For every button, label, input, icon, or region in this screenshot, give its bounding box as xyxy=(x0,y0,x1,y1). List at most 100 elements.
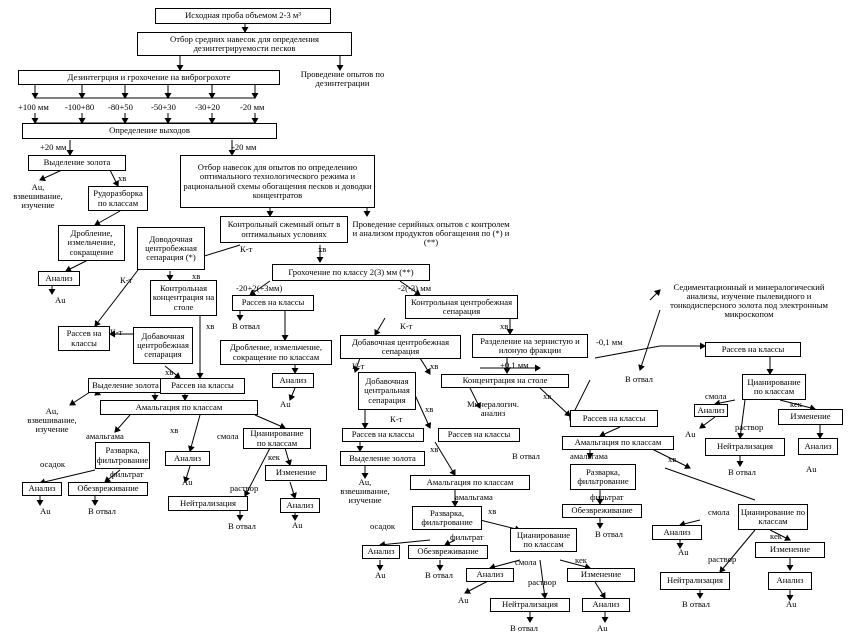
amalgam-label-2: амальгама xyxy=(455,492,493,502)
au-label-6: Au xyxy=(375,570,386,580)
finishing-centr-box: Доводочная центробежная сепарация (*) xyxy=(137,227,205,270)
screen-classes-3-box: Рассев на классы xyxy=(232,295,314,311)
deact-1-text: Обезвреживание xyxy=(77,483,139,494)
analysis-10-box: Анализ xyxy=(768,572,812,590)
gold-sep-3-text: Выделение золота xyxy=(349,452,416,463)
analysis-11-box: Анализ xyxy=(694,404,728,417)
change-2-text: Изменение xyxy=(580,569,622,580)
yields-text: Определение выходов xyxy=(109,125,190,136)
screen-classes-2-text: Рассев на классы xyxy=(171,380,234,391)
select-samples-text: Отбор средних навесок для определения де… xyxy=(170,33,319,53)
deact-2-box: Обезвреживание xyxy=(408,545,488,559)
analysis-1-text: Анализ xyxy=(45,272,73,283)
analysis-7-text: Анализ xyxy=(476,569,504,580)
screen-classes-1-box: Рассев на классы xyxy=(58,326,110,351)
cake-label-2: кек xyxy=(575,555,587,565)
add-centr-3-text: Добавочная центральная сепарация xyxy=(364,376,410,405)
deact-2-text: Обезвреживание xyxy=(417,546,479,557)
screen-classes-4-box: Рассев на классы xyxy=(342,428,424,442)
cyan-2-text: Цианирование по классам xyxy=(516,529,571,549)
add-centr-3-box: Добавочная центральная сепарация xyxy=(358,372,416,410)
to-dump-label-9: В отвал xyxy=(595,529,623,539)
screen-classes-2-box: Рассев на классы xyxy=(160,378,245,394)
serial-label: Проведение серийных опытов с контролем и… xyxy=(352,219,510,248)
control-table-text: Контрольная концентрация на столе xyxy=(152,283,215,312)
digest-2-box: Разварка, фильтрование xyxy=(412,506,482,530)
screen-classes-5-text: Рассев на классы xyxy=(447,429,511,440)
cake-label-3: кек xyxy=(790,399,802,409)
disintegration-box: Дезинтегрция и грохочение на виброгрохот… xyxy=(18,70,280,85)
neutr-2-box: Нейтрализация xyxy=(490,598,570,612)
crush-1-text: Дробление, измельчение, сокращение xyxy=(67,228,116,257)
au-label-5: Au xyxy=(280,399,291,409)
kt-label-2: К-т xyxy=(120,275,133,285)
analysis-12-text: Анализ xyxy=(804,440,832,451)
add-centr-1-text: Добавочная центробежная сепарация xyxy=(137,330,189,360)
resin-label-3: смола xyxy=(705,391,727,401)
amalg-2-box: Амальгация по классам xyxy=(410,475,530,490)
au-weigh-3-label: Au, взвешивание, изучение xyxy=(340,477,390,506)
resin-label-2: смола xyxy=(515,557,537,567)
analysis-4-box: Анализ xyxy=(280,498,320,513)
screen-classes-3-text: Рассев на классы xyxy=(241,297,305,308)
cyan-2-box: Цианирование по классам xyxy=(510,528,577,552)
xv-label-2: хв xyxy=(318,244,327,254)
resin-label-1: смола xyxy=(217,431,239,441)
analysis-8-box: Анализ xyxy=(582,598,630,612)
gold-sep-2-text: Выделение золота xyxy=(92,379,159,390)
neutr-2-text: Нейтрализация xyxy=(502,599,558,610)
sediment-label: Седиментационный и минералогический анал… xyxy=(670,282,828,320)
analysis-1-box: Анализ xyxy=(38,271,80,286)
to-dump-label-7: В отвал xyxy=(625,374,653,384)
digest-1-box: Разварка, фильтрование xyxy=(95,442,150,469)
finishing-centr-text: Доводочная центробежная сепарация (*) xyxy=(145,233,197,263)
au-label-1: Au xyxy=(55,295,66,305)
minus20-label: -20 мм xyxy=(232,142,257,152)
select-opt-box: Отбор навесок для опытов по определению … xyxy=(180,155,375,208)
xv-label-13: хв xyxy=(488,506,497,516)
to-dump-label-6: В отвал xyxy=(510,623,538,633)
analysis-10-text: Анализ xyxy=(776,575,804,586)
to-dump-label-4: В отвал xyxy=(512,451,540,461)
resin-label-4: смола xyxy=(708,507,730,517)
xv-label-7: хв xyxy=(170,425,179,435)
sediment-word-label-1: осадок xyxy=(40,459,66,469)
change-4-box: Изменение xyxy=(778,409,843,425)
solution-label-3: раствор xyxy=(735,422,764,432)
au-label-2: Au xyxy=(182,477,193,487)
filtrate-label-1: фильтрат xyxy=(110,469,144,479)
xv-label-11: хв xyxy=(543,391,552,401)
change-3-text: Изменение xyxy=(769,544,811,555)
ore-sort-text: Рудоразборка по классам xyxy=(93,188,143,208)
amalg-3-box: Амальгация по классам xyxy=(562,436,674,450)
xv-label-4: хв xyxy=(206,321,215,331)
add-centr-1-box: Добавочная центробежная сепарация xyxy=(133,327,193,364)
digest-2-text: Разварка, фильтрование xyxy=(421,507,473,527)
screen-classes-6-box: Рассев на классы xyxy=(705,342,801,357)
neutr-1-text: Нейтрализация xyxy=(180,497,236,508)
add-centr-2-box: Добавочная центробежная сепарация xyxy=(340,335,461,359)
control-centr-box: Контрольная центробежная сепарация xyxy=(405,295,518,319)
solution-label-4: раствор xyxy=(708,554,737,564)
analysis-2-box: Анализ xyxy=(165,451,210,466)
xv-label-10: хв xyxy=(425,404,434,414)
xv-label-3: хв xyxy=(192,271,201,281)
cyan-1-text: Цианирование по классам xyxy=(250,428,304,448)
to-dump-label-8: В отвал xyxy=(728,467,756,477)
change-1-text: Изменение xyxy=(275,467,317,478)
screen-classes-4-text: Рассев на классы xyxy=(351,429,415,440)
au-label-7: Au xyxy=(458,595,469,605)
analysis-8-text: Анализ xyxy=(592,599,620,610)
neutr-4-text: Нейтрализация xyxy=(717,441,773,452)
control-table-box: Контрольная концентрация на столе xyxy=(150,280,217,316)
screen-classes-5-box: Рассев на классы xyxy=(438,428,520,442)
au-label-10: Au xyxy=(806,464,817,474)
analysis-12-box: Анализ xyxy=(798,438,838,455)
cake-label-4: кек xyxy=(770,531,782,541)
size-label-2: -100+80 xyxy=(65,102,95,112)
gold-sep-1-text: Выделение золота xyxy=(43,157,111,168)
au-weigh-1-label: Au, взвешивание, изучение xyxy=(13,182,63,211)
cyan-4-box: Цианирование по классам xyxy=(742,374,806,400)
au-label-3: Au xyxy=(40,506,51,516)
